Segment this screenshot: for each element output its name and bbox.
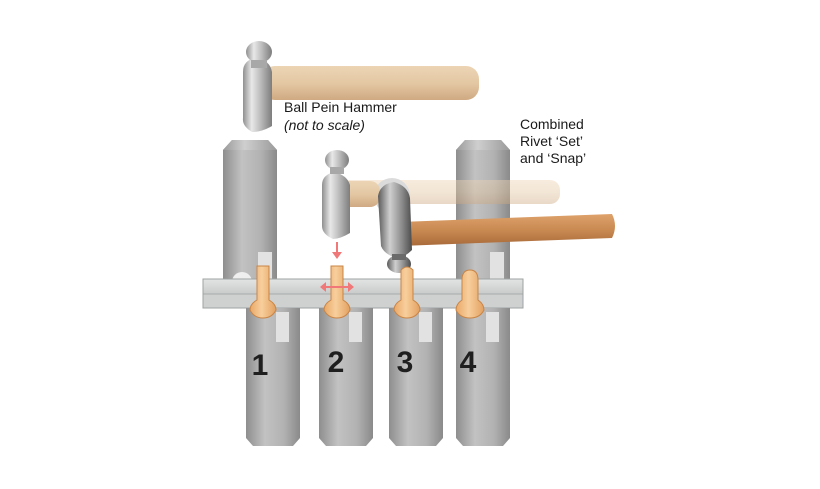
step-number-3: 3 bbox=[396, 346, 414, 379]
hammer-caption-title: Ball Pein Hammer bbox=[284, 99, 397, 115]
step-number-1: 1 bbox=[251, 349, 269, 382]
step-number-2: 2 bbox=[327, 346, 345, 379]
rivet-set-tool-1-lower bbox=[246, 308, 300, 446]
tool-caption-line-3: and ‘Snap’ bbox=[520, 150, 587, 166]
step-number-4: 4 bbox=[459, 346, 477, 379]
tool-caption-line-1: Combined bbox=[520, 116, 584, 132]
tool-caption-line-2: Rivet ‘Set’ bbox=[520, 133, 584, 149]
rivet-set-tool-2-lower bbox=[319, 308, 373, 446]
plate-assembly bbox=[202, 278, 524, 309]
ball-pein-hammer-icon bbox=[242, 41, 479, 132]
ball-pein-hammer-step-3-icon bbox=[378, 182, 615, 273]
spread-arrow-icon bbox=[320, 282, 354, 292]
rivet-set-tool-1-upper bbox=[223, 140, 277, 282]
rivet-4 bbox=[455, 269, 485, 319]
hammer-caption-note: (not to scale) bbox=[284, 117, 365, 133]
impact-arrow-icon bbox=[332, 242, 342, 259]
rivet-1 bbox=[249, 265, 277, 319]
rivet-set-tool-4-upper bbox=[456, 140, 510, 282]
rivet-set-tool-3-lower bbox=[389, 308, 443, 446]
rivet-2 bbox=[320, 265, 354, 319]
ball-pein-hammer-step-2-icon bbox=[322, 150, 380, 239]
rivet-set-tool-4-lower bbox=[456, 308, 510, 446]
rivet-3 bbox=[393, 266, 421, 319]
